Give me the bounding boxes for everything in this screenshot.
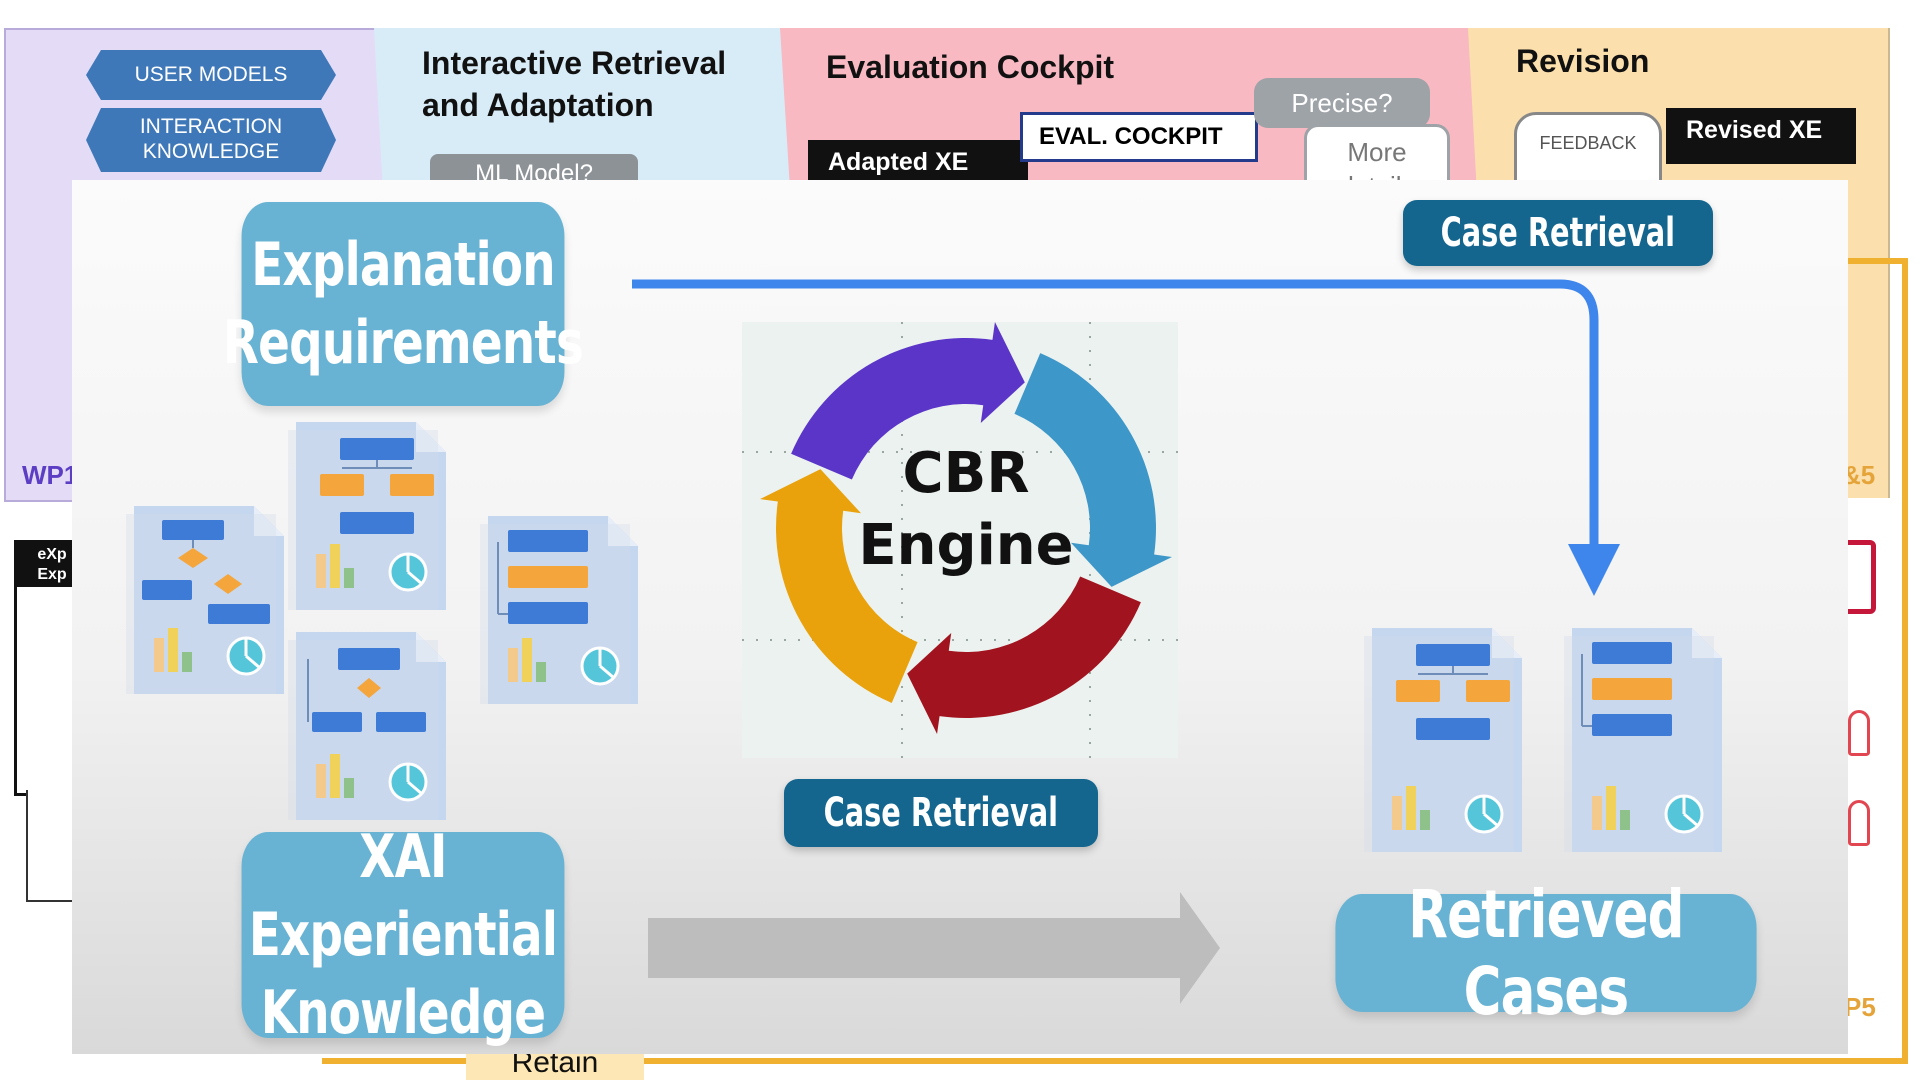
bar-chart-icon [508, 648, 518, 682]
evaluation-title: Evaluation Cockpit [826, 49, 1115, 85]
flow-arrows [632, 279, 1620, 1004]
bar-chart-icon [154, 638, 164, 672]
person-icon-2 [1848, 800, 1870, 846]
bar-chart-icon [1592, 796, 1602, 830]
xai-experiential-knowledge-box: XAI Experiential Knowledge [241, 822, 565, 1048]
cycle-segment-reuse [1014, 353, 1172, 587]
arrow-requirements-to-retrieved [632, 279, 1599, 546]
wp5-label: P5 [1844, 992, 1876, 1022]
cycle-arrows-icon: CBR Engine [742, 322, 1178, 758]
cycle-segment-retrieve [791, 322, 1025, 480]
flowchart-document-icon [480, 516, 638, 704]
engine-label-line1: CBR [903, 441, 1030, 506]
arrow-down-icon [1568, 544, 1620, 596]
cycle-segment-retain [760, 469, 918, 703]
person-icon [1848, 710, 1870, 756]
eval-cockpit-label: EVAL. COCKPIT [1020, 112, 1258, 162]
left-card-line2: Exp [37, 566, 67, 583]
wp1-label: WP1 [22, 460, 79, 490]
engine-label-line2: Engine [858, 513, 1073, 578]
case-retrieval-top-pill: Case Retrieval [1403, 200, 1713, 266]
arrow-right-icon [648, 892, 1220, 1004]
case-retrieval-center-pill: Case Retrieval [784, 779, 1098, 847]
explanation-requirements-line1: Explanation [251, 230, 555, 300]
explanation-requirements-box: Explanation Requirements [223, 202, 584, 406]
left-card-line1: eXp [37, 546, 67, 563]
user-models-tag: USER MODELS [86, 50, 336, 100]
cycle-segment-revise [907, 576, 1141, 734]
retrieved-cases-box: Retrieved Cases [1335, 876, 1757, 1030]
revision-title: Revision [1516, 43, 1650, 79]
flowchart-document-icon [126, 506, 284, 694]
xai-knowledge-line2: Knowledge [260, 978, 546, 1048]
feedback-label: FEEDBACK [1539, 133, 1637, 153]
bar-chart-icon [316, 554, 326, 588]
xai-knowledge-line1: XAI Experiential [248, 822, 558, 970]
cbr-cycle [760, 322, 1172, 734]
adapted-xe-label: Adapted XE [808, 140, 1028, 185]
revised-xe-label: Revised XE [1666, 108, 1856, 164]
cbr-slide: Explanation Requirements Case Retrieval … [72, 180, 1848, 1054]
flowchart-document-icon [1564, 628, 1722, 852]
precise-bubble: Precise? [1254, 78, 1430, 128]
explanation-requirements-line2: Requirements [222, 308, 584, 378]
retrieved-cases-label: Retrieved Cases [1408, 876, 1684, 1030]
case-retrieval-top-label: Case Retrieval [1440, 210, 1676, 256]
bar-chart-icon [1392, 796, 1402, 830]
interaction-knowledge-tag: INTERACTION KNOWLEDGE [86, 108, 336, 172]
interactive-title-line1: Interactive Retrieval [422, 45, 727, 81]
interactive-title-line2: and Adaptation [422, 87, 654, 123]
case-retrieval-center-label: Case Retrieval [823, 790, 1059, 836]
flowchart-document-icon [288, 632, 446, 820]
flowchart-document-icon [1364, 628, 1522, 852]
flowchart-document-icon [288, 422, 446, 610]
bar-chart-icon [316, 764, 326, 798]
